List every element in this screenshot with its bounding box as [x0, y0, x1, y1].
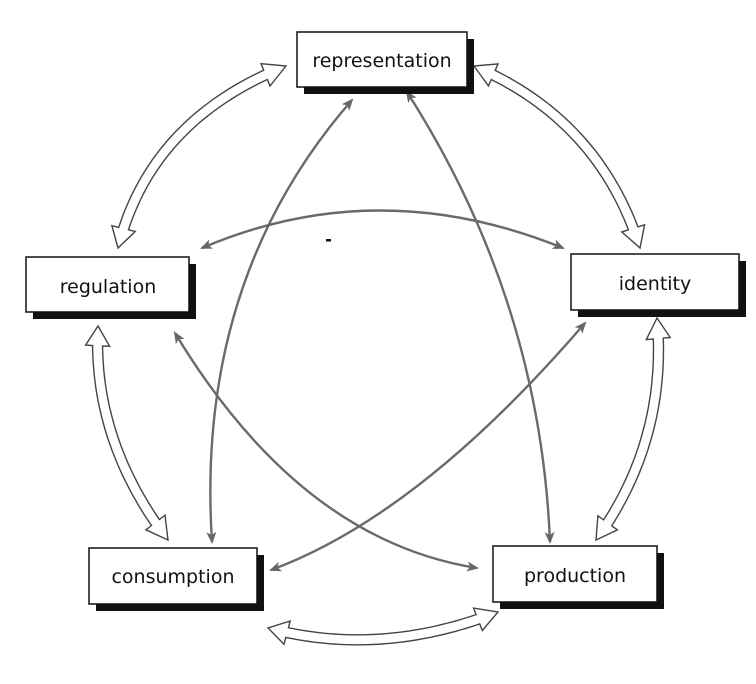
hollow-arrow-representation-identity: [472, 63, 646, 250]
hollow-arrow-representation-regulation: [110, 62, 288, 250]
node-box: [296, 31, 468, 88]
node-consumption: consumption: [88, 547, 264, 611]
arrow-regulation-identity: [200, 209, 565, 250]
hollow-arrow-identity-production: [595, 316, 672, 542]
hollow-arrow-consumption-production: [266, 607, 500, 646]
arrow-representation-consumption: [206, 98, 354, 544]
stray-mark: [326, 239, 331, 242]
hollow-arrow-regulation-consumption: [84, 324, 169, 542]
node-regulation: regulation: [25, 256, 196, 319]
node-production: production: [492, 545, 664, 609]
node-label-regulation: regulation: [60, 276, 157, 298]
node-identity: identity: [570, 253, 746, 317]
inner-grey-arrows: [173, 90, 587, 572]
node-label-production: production: [524, 565, 626, 587]
node-box: [492, 545, 658, 603]
arrow-identity-consumption: [269, 321, 587, 572]
node-box: [25, 256, 190, 313]
node-box: [570, 253, 740, 311]
node-representation: representation: [296, 31, 474, 94]
arrow-representation-production: [405, 90, 555, 544]
node-box: [88, 547, 258, 605]
node-label-identity: identity: [619, 273, 692, 295]
node-label-consumption: consumption: [111, 566, 234, 588]
node-label-representation: representation: [312, 50, 451, 72]
